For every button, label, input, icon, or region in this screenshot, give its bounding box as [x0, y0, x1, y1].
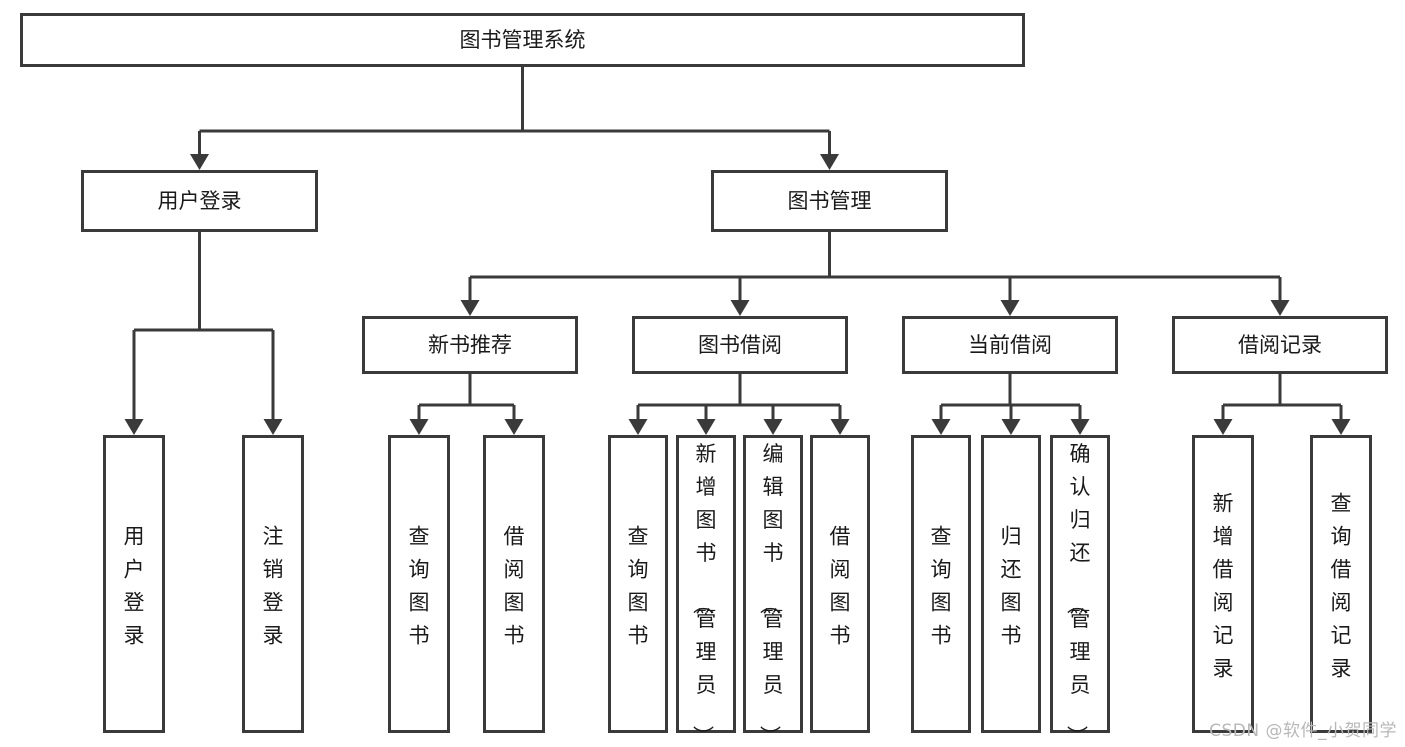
node-leaf-query-book-3[interactable]: 查询图书 [911, 435, 971, 733]
node-box [103, 435, 165, 733]
node-leaf-query-book-1[interactable]: 查询图书 [388, 435, 450, 733]
arrow-head-icon [409, 419, 429, 435]
node-leaf-query-book-2[interactable]: 查询图书 [608, 435, 668, 733]
node-layer: 图书管理系统用户登录图书管理新书推荐图书借阅当前借阅借阅记录用户登录注销登录查询… [20, 13, 1388, 747]
node-box [20, 13, 1025, 67]
node-label: 编辑图书（管理员） [758, 442, 784, 746]
node-label: 图书管理 [788, 189, 872, 213]
node-box [911, 435, 971, 733]
node-label: 查询图书 [628, 525, 649, 648]
node-leaf-confirm-return[interactable]: 确认归还（管理员） [1050, 435, 1110, 747]
arrow-head-icon [1331, 419, 1351, 435]
node-box [632, 316, 848, 374]
arrow-head-icon [1001, 419, 1021, 435]
node-leaf-add-book[interactable]: 新增图书（管理员） [676, 435, 736, 747]
node-box [81, 170, 318, 232]
node-leaf-borrow-book-2[interactable]: 借阅图书 [810, 435, 870, 733]
node-root[interactable]: 图书管理系统 [20, 13, 1025, 67]
node-label: 借阅图书 [504, 525, 525, 648]
node-label: 用户登录 [158, 189, 242, 213]
node-box [242, 435, 304, 733]
node-box [1172, 316, 1388, 374]
watermark-label: CSDN @软件_小贺同学 [1209, 721, 1397, 741]
arrow-head-icon [830, 419, 850, 435]
node-box [711, 170, 948, 232]
node-label: 新书推荐 [428, 333, 512, 357]
node-box [1192, 435, 1254, 733]
arrow-head-icon [931, 419, 951, 435]
node-label: 注销登录 [263, 525, 284, 648]
node-box [608, 435, 668, 733]
node-label: 用户登录 [124, 525, 145, 648]
arrow-head-icon [504, 419, 524, 435]
node-leaf-edit-book[interactable]: 编辑图书（管理员） [743, 435, 803, 747]
arrow-head-icon [1213, 419, 1233, 435]
node-box [362, 316, 578, 374]
arrow-head-icon [1070, 419, 1090, 435]
node-label: 归还图书 [1001, 525, 1022, 648]
node-book-borrow[interactable]: 图书借阅 [632, 316, 848, 374]
node-box [981, 435, 1041, 733]
arrow-head-icon [1270, 300, 1290, 316]
arrow-head-icon [730, 300, 750, 316]
node-box [810, 435, 870, 733]
node-borrow-record[interactable]: 借阅记录 [1172, 316, 1388, 374]
node-leaf-logout[interactable]: 注销登录 [242, 435, 304, 733]
arrow-head-icon [1000, 300, 1020, 316]
node-new-book-rec[interactable]: 新书推荐 [362, 316, 578, 374]
node-box [902, 316, 1118, 374]
node-label: 借阅图书 [830, 525, 851, 648]
node-user-login[interactable]: 用户登录 [81, 170, 318, 232]
node-label: 图书借阅 [698, 333, 782, 357]
node-leaf-add-record[interactable]: 新增借阅记录 [1192, 435, 1254, 733]
arrow-head-icon [763, 419, 783, 435]
node-box [483, 435, 545, 733]
node-label: 查询图书 [931, 525, 952, 648]
node-label: 新增借阅记录 [1213, 492, 1234, 681]
node-leaf-return-book[interactable]: 归还图书 [981, 435, 1041, 733]
node-label: 新增图书（管理员） [691, 442, 717, 746]
node-book-manage[interactable]: 图书管理 [711, 170, 948, 232]
arrow-head-icon [696, 419, 716, 435]
arrow-head-icon [124, 419, 144, 435]
node-box [388, 435, 450, 733]
node-current-borrow[interactable]: 当前借阅 [902, 316, 1118, 374]
node-label: 当前借阅 [968, 333, 1052, 357]
node-leaf-query-record[interactable]: 查询借阅记录 [1310, 435, 1372, 733]
arrow-head-icon [460, 300, 480, 316]
node-label: 查询图书 [409, 525, 430, 648]
node-box [1310, 435, 1372, 733]
node-leaf-borrow-book-1[interactable]: 借阅图书 [483, 435, 545, 733]
node-label: 图书管理系统 [460, 28, 586, 52]
node-box [743, 435, 803, 733]
arrow-head-icon [263, 419, 283, 435]
arrow-head-icon [190, 154, 209, 170]
node-label: 查询借阅记录 [1331, 492, 1352, 681]
node-leaf-user-login[interactable]: 用户登录 [103, 435, 165, 733]
arrow-head-icon [628, 419, 648, 435]
node-box [1050, 435, 1110, 733]
node-label: 确认归还（管理员） [1065, 442, 1091, 746]
arrow-head-icon [820, 154, 839, 170]
connector-lines [124, 67, 1351, 435]
node-label: 借阅记录 [1238, 333, 1322, 357]
node-box [676, 435, 736, 733]
